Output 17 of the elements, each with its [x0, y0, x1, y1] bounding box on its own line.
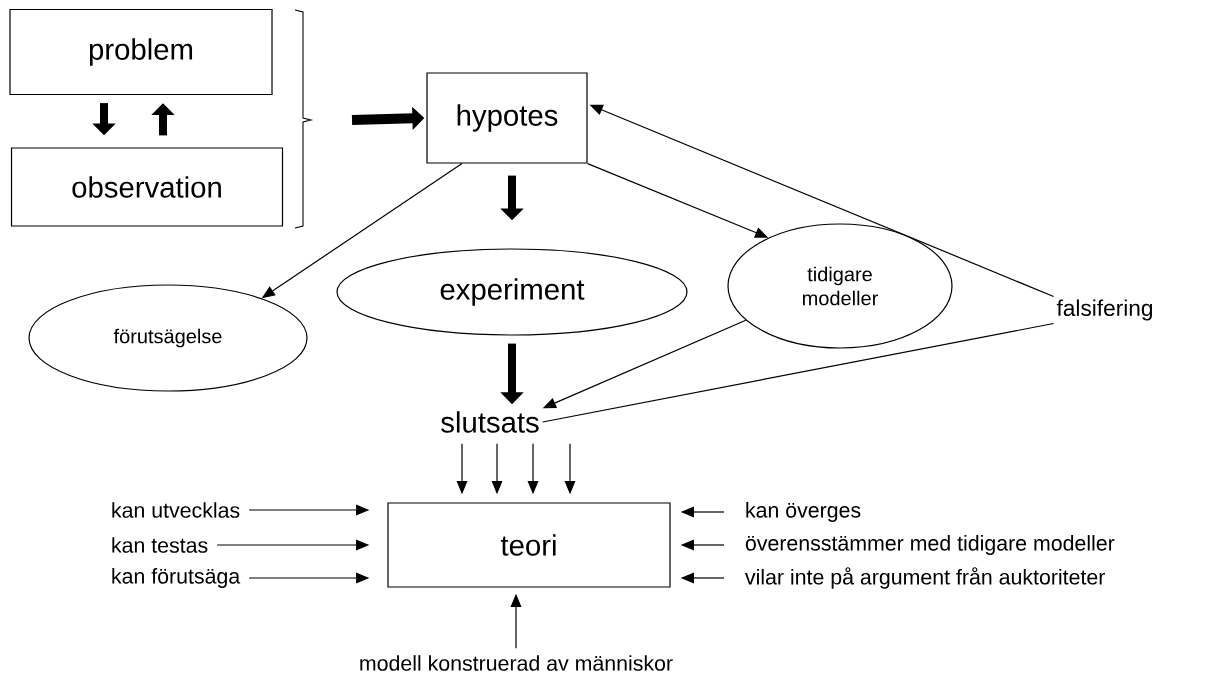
process-box: observation: [10, 147, 284, 227]
process-box: teori: [387, 502, 671, 588]
line: [542, 322, 1055, 423]
oval-box: tidigare modeller: [727, 223, 953, 349]
label-text: överensstämmer med tidigare modeller: [745, 535, 1115, 555]
label-text: kan testas: [112, 537, 208, 553]
oval-box: experiment: [336, 248, 688, 336]
label-text: kan förutsäga: [112, 568, 241, 588]
label-text: vilar inte på argument från auktoriteter: [745, 567, 1105, 589]
label-text: kan utvecklas: [112, 502, 240, 518]
process-box: hypotes: [426, 72, 588, 164]
oval-box: förutsägelse: [28, 284, 308, 392]
label-text: slutsats: [441, 411, 539, 433]
process-box: problem: [9, 8, 273, 96]
label-text: modell konstruerad av människor: [360, 655, 673, 671]
label-text: falsifering: [1056, 299, 1153, 321]
label-text: kan överges: [746, 502, 861, 522]
